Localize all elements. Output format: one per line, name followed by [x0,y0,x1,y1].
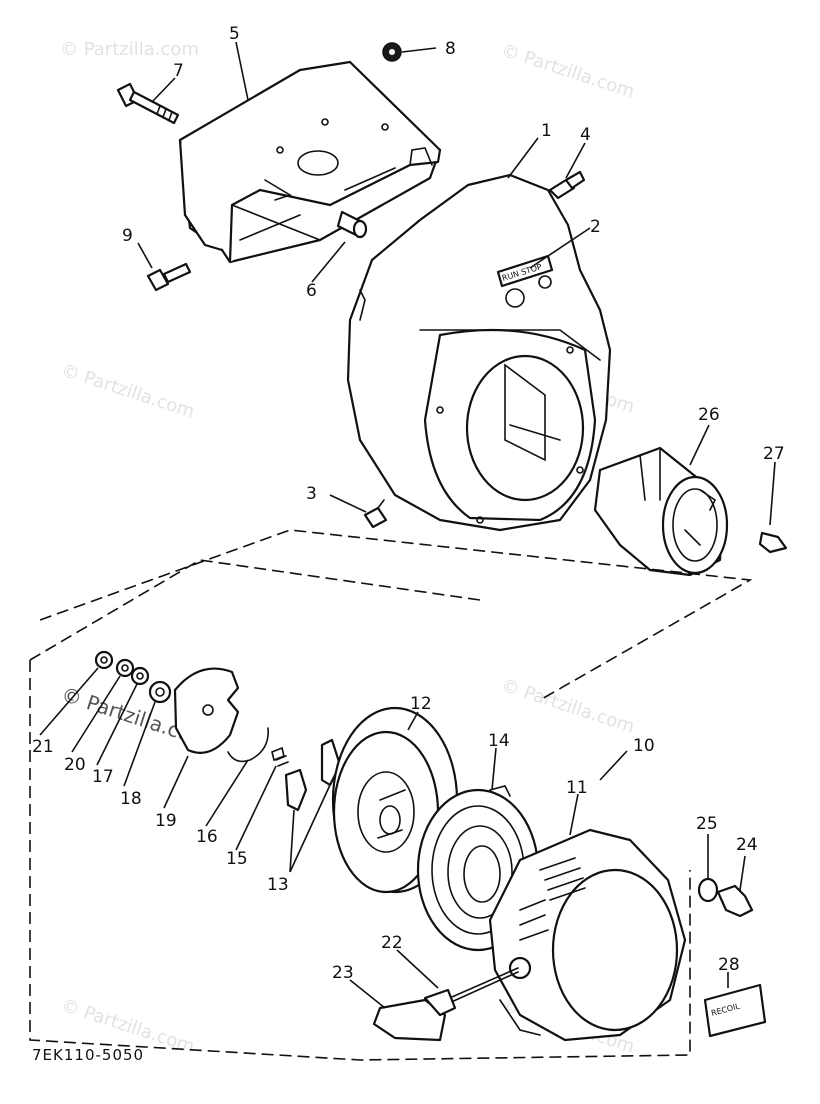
callout-6: 6 [306,281,317,301]
leader-lines [39,41,776,1009]
callout-11: 11 [566,778,588,798]
callout-9: 9 [122,226,133,246]
callout-1: 1 [541,121,552,141]
fan-housing [346,173,612,532]
starter-handle [372,988,457,1042]
callout-8: 8 [445,39,456,59]
callout-19: 19 [155,811,177,831]
callout-16: 16 [196,827,218,847]
long-bolt [116,82,180,125]
callout-13: 13 [267,875,289,895]
screw-upper [548,170,586,200]
side-bolt [146,262,192,292]
small-spring [271,746,289,767]
watermark: © Partzilla.com [498,40,637,103]
screw-lower [363,499,388,529]
watermark: © Partzilla.com [60,39,199,60]
callout-20: 20 [64,755,86,775]
callout-28: 28 [718,955,740,975]
housing-washer [697,877,719,903]
callout-17: 17 [92,767,114,787]
callout-14: 14 [488,731,510,751]
watermark: © Partzilla.com [58,360,197,423]
callout-3: 3 [306,484,317,504]
callout-10: 10 [633,736,655,756]
friction-plate [173,667,240,754]
callout-15: 15 [226,849,248,869]
starter-rope [444,967,519,1005]
starter-cup [593,446,729,577]
assembly-boundary [29,529,753,1061]
housing-bolt [716,884,754,918]
sleeve [336,210,368,239]
callout-23: 23 [332,963,354,983]
callout-25: 25 [696,814,718,834]
callout-21: 21 [32,737,54,757]
callout-7: 7 [173,61,184,81]
callout-22: 22 [381,933,403,953]
nut [382,42,402,62]
top-cover [178,60,442,264]
callout-numbers: 1 2 3 4 5 6 7 8 9 10 11 12 13 14 15 16 1… [32,24,785,983]
callout-18: 18 [120,789,142,809]
recoil-decal: RECOIL [703,983,767,1038]
ratchets [284,738,342,812]
callout-26: 26 [698,405,720,425]
washers [94,650,172,704]
cup-bolt [758,531,788,554]
callout-5: 5 [229,24,240,44]
callout-27: 27 [763,444,785,464]
spring-clip [227,727,269,763]
callout-2: 2 [590,217,601,237]
callout-4: 4 [580,125,591,145]
callout-24: 24 [736,835,758,855]
callout-12: 12 [410,694,432,714]
diagram-code: 7EK110-5050 [32,1046,144,1064]
recoil-housing [488,828,687,1042]
